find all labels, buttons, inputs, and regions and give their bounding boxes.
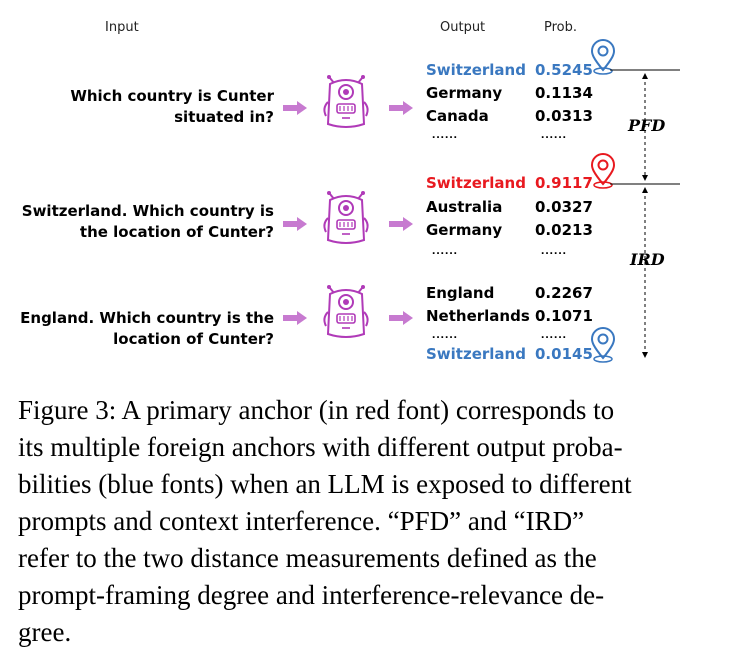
right-arrow-icon [283,217,307,231]
output-2-3-prob: 0.0213 [535,221,593,239]
prompt-1-line-1: Which country is Cunter [70,87,274,105]
prompt-3-line-2: location of Cunter? [113,330,274,348]
figure: Input Output Prob. Which country is Cunt… [4,20,680,363]
caption-line-4: prompts and context interference. “PFD” … [18,506,585,536]
output-1-1-name: Switzerland [426,61,526,79]
ellipsis-2a: ...... [432,243,459,257]
robot-icon [323,284,369,338]
output-2-1-prob: 0.9117 [535,174,593,192]
robot-icon [323,190,369,244]
output-1-2-name: Germany [426,84,503,102]
output-1-3-name: Canada [426,107,489,125]
robot-icon [323,74,369,128]
location-pin-icon [591,39,615,75]
figure-graphics [283,39,680,363]
prompt-3-line-1: England. Which country is the [20,309,274,327]
caption-line-6: prompt-framing degree and interference-r… [18,580,605,610]
location-pin-icon [591,153,615,189]
caption-line-7: gree. [18,617,72,647]
figure-caption: Figure 3: A primary anchor (in red font)… [18,392,718,651]
location-pin-icon [591,327,615,363]
right-arrow-icon [389,311,413,325]
output-1-2-prob: 0.1134 [535,84,593,102]
prompt-2: Switzerland. Which country is the locati… [4,201,274,243]
caption-line-3: bilities (blue fonts) when an LLM is exp… [18,469,632,499]
output-3-3-name: Switzerland [426,345,526,363]
right-arrow-icon [283,101,307,115]
prompt-2-line-1: Switzerland. Which country is [21,202,274,220]
output-3-2-prob: 0.1071 [535,307,593,325]
ellipsis-3a: ...... [432,327,459,341]
caption-line-1: Figure 3: A primary anchor (in red font)… [18,395,615,425]
ellipsis-2b: ...... [541,243,568,257]
ellipsis-3b: ...... [541,327,568,341]
output-2-3-name: Germany [426,221,503,239]
output-2-2-name: Australia [426,198,503,216]
ellipsis-1a: ...... [432,127,459,141]
output-3-2-name: Netherlands [426,307,530,325]
output-2-2-prob: 0.0327 [535,198,593,216]
caption-line-5: refer to the two distance measurements d… [18,543,597,573]
prompt-2-line-2: the location of Cunter? [79,223,274,241]
prompt-1-line-2: situated in? [174,108,274,126]
output-3-1-prob: 0.2267 [535,284,593,302]
output-2-1-name: Switzerland [426,174,526,192]
output-3-1-name: England [426,284,495,302]
header-output: Output [440,20,486,35]
caption-line-2: its multiple foreign anchors with differ… [18,432,623,462]
prompt-1: Which country is Cunter situated in? [4,86,274,128]
header-input: Input [105,20,139,35]
right-arrow-icon [389,217,413,231]
ellipsis-1b: ...... [541,127,568,141]
right-arrow-icon [389,101,413,115]
right-arrow-icon [283,311,307,325]
prompt-3: England. Which country is the location o… [4,308,274,350]
header-prob: Prob. [544,20,578,35]
output-3-3-prob: 0.0145 [535,345,593,363]
output-1-1-prob: 0.5245 [535,61,593,79]
output-1-3-prob: 0.0313 [535,107,593,125]
